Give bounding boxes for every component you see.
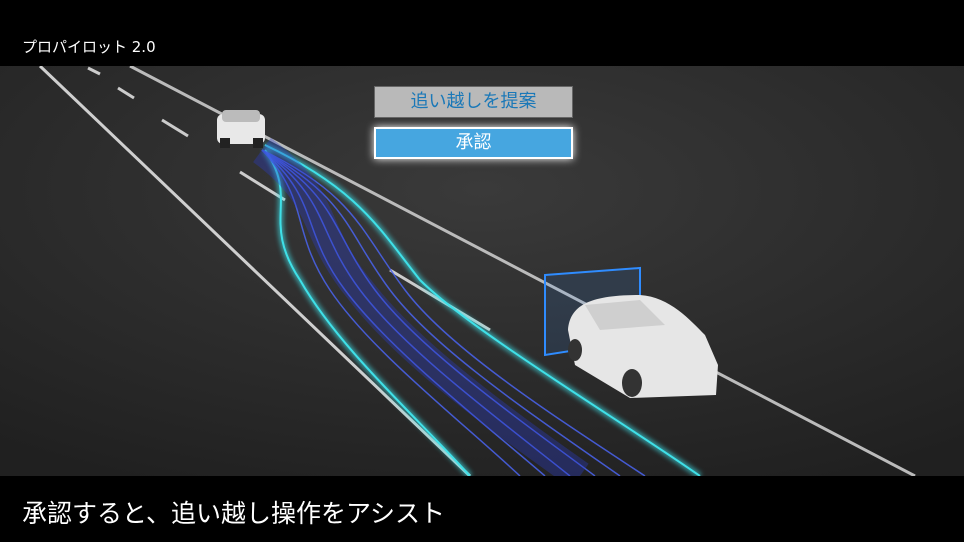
lead-vehicle	[217, 110, 265, 148]
ego-vehicle	[568, 295, 718, 398]
header-bar: プロパイロット 2.0	[0, 0, 964, 66]
header-title: プロパイロット 2.0	[22, 38, 156, 56]
trajectory-trails	[252, 137, 702, 476]
road-edge-left	[38, 66, 472, 476]
caption-bar: 承認すると、追い越し操作をアシスト	[0, 476, 964, 542]
approve-button[interactable]: 承認	[374, 127, 573, 159]
caption-text: 承認すると、追い越し操作をアシスト	[22, 499, 446, 528]
overtake-proposal-label: 追い越しを提案	[374, 86, 573, 118]
